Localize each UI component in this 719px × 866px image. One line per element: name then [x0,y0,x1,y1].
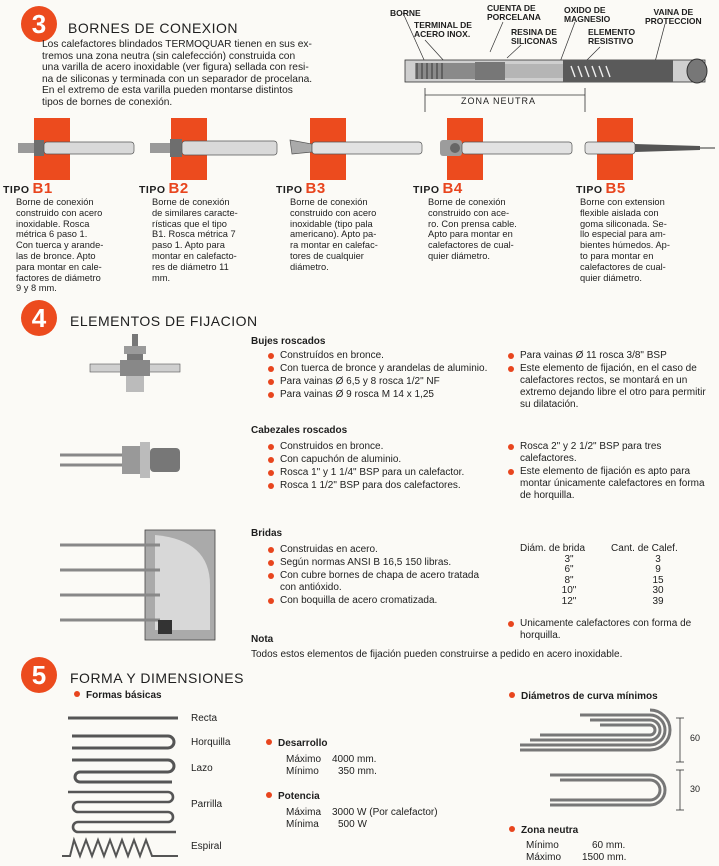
potencia-title: Potencia [266,791,320,802]
table-row: 6"9 [564,564,661,575]
b3-image [289,139,423,155]
cabezales-list-right: Rosca 2" y 2 1/2" BSP para tres calefact… [506,441,714,503]
bridas-note-right: Unicamente calefactores con forma de hor… [506,618,714,643]
heater-section-drawing [402,12,708,112]
forma-espiral [62,836,178,859]
forma-label-recta: Recta [191,713,218,724]
section-number-5: 5 [21,657,57,693]
table-row: 3"3 [564,553,661,565]
forma-label-horquilla: Horquilla [191,737,231,748]
cabezales-list-left: Construidos en bronce.Con capuchón de al… [266,441,488,493]
forma-label-parrilla: Parrilla [191,799,223,810]
dim-label-60: 60 [690,733,701,743]
buje-roscado-image [89,334,181,392]
section-number-3: 3 [21,6,57,42]
fijacion-images [60,334,216,641]
brida-image [60,529,216,641]
label-zona-neutra: ZONA NEUTRA [461,96,537,106]
bridas-list-left: Construidas en acero.Según normas ANSI B… [266,544,484,608]
cabezales-title: Cabezales roscados [251,425,348,436]
section-title-forma: FORMA Y DIMENSIONES [70,670,244,686]
bornes-intro: Los calefactores blindados TERMOQUAR tie… [42,39,313,108]
diametros-title: Diámetros de curva mínimos [509,691,658,702]
label-borne: BORNE [390,8,421,18]
forma-label-lazo: Lazo [191,763,213,774]
table-header: Cant. de Calef. [611,543,678,554]
forma-parrilla [68,790,176,834]
b4-image [440,140,573,156]
cabezal-roscado-image [60,442,180,478]
forma-horquilla [72,734,176,750]
bornes-images [18,139,715,157]
formas-basicas-title: Formas básicas [74,690,162,701]
diametros-drawing [520,708,684,811]
bridas-title: Bridas [251,528,283,539]
forma-label-espiral: Espiral [191,841,222,852]
formas-drawings [62,716,178,859]
table-header: Diám. de brida [520,543,586,554]
b1-image [18,140,135,156]
bujes-title: Bujes roscados [251,336,326,347]
section-number-4: 4 [21,300,57,336]
nota-title: Nota [251,634,274,645]
b5-image [584,141,715,155]
zona-neutra-title: Zona neutra [509,825,578,836]
b2-image [150,139,278,157]
desarrollo-title: Desarrollo [266,738,327,749]
table-row: 10"30 [561,585,664,596]
section-title-fijacion: ELEMENTOS DE FIJACION [70,313,258,329]
bridas-table: Diám. de brida Cant. de Calef. 3"3 6"9 8"… [520,543,698,607]
table-row: 8"15 [564,574,664,586]
section-title-bornes: BORNES DE CONEXION [68,20,239,36]
forma-lazo [72,758,176,784]
table-row: 12"39 [561,595,664,607]
bujes-list-left: Construídos en bronce.Con tuerca de bron… [266,350,496,402]
dim-label-30: 30 [690,784,701,794]
nota-text: Todos estos elementos de fijación pueden… [251,649,623,660]
